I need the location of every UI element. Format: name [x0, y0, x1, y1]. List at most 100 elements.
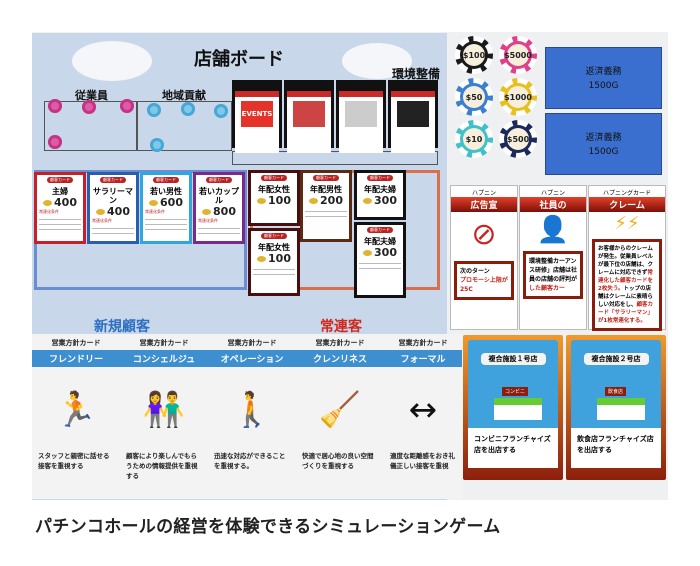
customer-name: 主婦 — [52, 187, 68, 196]
happening-card[interactable]: ハプニングカードクレーム⚡⚡お客様からのクレームが発生。従業員レベルが最下位の店… — [588, 185, 666, 331]
environment-label: 環境整備 — [392, 67, 441, 81]
card-header: ハプニン — [540, 190, 565, 197]
policy-desc: スタッフと親密に話せる接客を重視する — [38, 452, 110, 470]
happening-card[interactable]: ハプニン社員の 👤 環境整備カーアンス研修」店舗は社員の店舗の評判がした顧客カー — [519, 185, 587, 330]
employee-token[interactable] — [48, 135, 62, 149]
happening-card[interactable]: ハプニン広告宣⊘次のターンプロモーシ上限が25C — [450, 185, 518, 330]
happening-text: 環境整備カーアンス研修」店舗は社員の店舗の評判が — [529, 258, 578, 283]
chip[interactable]: $500 — [499, 120, 537, 158]
happening-text-red: した顧客カー — [529, 285, 566, 292]
customer-name: 年配女性 — [258, 243, 290, 252]
condition-label: 常連化条件 — [145, 209, 165, 214]
condition-label: 常連化条件 — [39, 209, 59, 214]
card-header: 営業方針カード — [315, 339, 365, 347]
chip[interactable]: $50 — [455, 78, 493, 116]
facility-card[interactable]: 複合施設１号店コンビニコンビニフランチャイズ店を出店する — [463, 335, 563, 480]
card-tag: 顧客カード — [47, 177, 73, 183]
policy-card[interactable]: 営業方針カードコンシェルジュ👫顧客により楽しんでもらうための情報提供を重視する — [120, 334, 208, 499]
policy-name: クレンリネス — [296, 350, 384, 367]
community-label: 地域貢献 — [162, 89, 206, 102]
debt-title: 返済義務 — [585, 133, 622, 143]
cloud — [72, 41, 152, 81]
community-token[interactable] — [181, 102, 195, 116]
customer-value: 200 — [305, 194, 347, 207]
customer-value: 400 — [39, 196, 81, 209]
debt-title: 返済義務 — [585, 67, 622, 77]
environment-card[interactable] — [284, 80, 334, 153]
employee-token[interactable] — [82, 100, 96, 114]
customer-name: 年配夫婦 — [364, 185, 396, 194]
customer-name: 年配男性 — [310, 185, 342, 194]
environment-card[interactable] — [388, 80, 438, 153]
community-token[interactable] — [150, 138, 164, 152]
card-header: 営業方針カード — [139, 339, 189, 347]
happening-text: トップの店舗はクレームに素晴らしい対応をし、 — [598, 286, 653, 308]
chips: $100 $5000 $50 $1000 $10 $500 — [455, 36, 539, 158]
happening-name: クレーム — [589, 197, 665, 212]
facility-sign: コンビニ — [502, 387, 529, 396]
employee-silhouette-icon: 👤 — [536, 215, 570, 245]
cleaning-figures-icon: 🧹 — [318, 390, 362, 430]
happening-text-red: プロモーシ上限が25C — [460, 277, 508, 293]
environment-card[interactable]: EVENTS — [232, 80, 282, 153]
community-token[interactable] — [214, 104, 228, 118]
facility-text: 飲食店フランチャイズ店を出店する — [571, 428, 661, 468]
policy-desc: 迅速な対応ができることを重視する。 — [214, 452, 286, 470]
shop-building-icon — [494, 398, 542, 420]
facility-card[interactable]: 複合施設２号店飲食店飲食店フランチャイズ店を出店する — [566, 335, 666, 480]
policy-name: コンシェルジュ — [120, 350, 208, 367]
policy-card[interactable]: 営業方針カードクレンリネス🧹快適で居心地の良い空間づくりを重視する — [296, 334, 384, 499]
customer-name: 若い男性 — [150, 187, 182, 196]
card-tag: 顧客カード — [206, 177, 232, 183]
employee-token[interactable] — [120, 99, 134, 113]
card-header: ハプニングカード — [602, 190, 651, 197]
environment-card[interactable] — [336, 80, 386, 153]
policy-card[interactable]: 営業方針カードフレンドリー🏃スタッフと親密に話せる接客を重視する — [32, 334, 120, 499]
chip[interactable]: $5000 — [499, 36, 537, 74]
customer-name: 年配女性 — [258, 185, 290, 194]
policy-name: フォーマル — [384, 350, 462, 367]
card-header: 営業方針カード — [51, 339, 101, 347]
shop-building-icon — [597, 398, 645, 420]
prohibited-icon: ⊘ — [471, 217, 497, 252]
customer-name: 若いカップル — [199, 187, 239, 205]
policy-card[interactable]: 営業方針カードオペレーション🚶迅速な対応ができることを重視する。 — [208, 334, 296, 499]
customer-name: 年配夫婦 — [364, 237, 396, 246]
card-header: 営業方針カード — [398, 339, 448, 347]
customer-value: 100 — [253, 252, 295, 265]
happening-text: お客様からのクレームが発生。従業員レベルが最下位の店舗は、クレームに対応できず — [598, 246, 654, 276]
chip[interactable]: $10 — [455, 120, 493, 158]
concierge-figures-icon: 👫 — [142, 390, 186, 430]
environment-cards: EVENTS — [232, 80, 438, 153]
happening-name: 社員の — [520, 197, 586, 212]
card-tag: 顧客カード — [367, 227, 393, 233]
sign-image — [293, 101, 325, 127]
customer-value: 400 — [92, 205, 134, 218]
customer-value: 800 — [198, 205, 240, 218]
employee-token[interactable] — [48, 99, 62, 113]
cloud — [342, 43, 412, 79]
policy-card[interactable]: 営業方針カードフォーマル↔適度な距離感をおき礼儀正しい接客を重視 — [384, 334, 462, 499]
card-header: ハプニン — [471, 190, 496, 197]
debt-amount: 1500G — [588, 147, 619, 157]
community-token[interactable] — [147, 103, 161, 117]
policy-name: オペレーション — [208, 350, 296, 367]
facility-text: コンビニフランチャイズ店を出店する — [468, 428, 558, 468]
card-header: 営業方針カード — [227, 339, 277, 347]
debt-card[interactable]: 返済義務 1500G — [545, 113, 662, 175]
chip[interactable]: $1000 — [499, 78, 537, 116]
chip[interactable]: $100 — [455, 36, 493, 74]
crowd-image — [397, 101, 429, 127]
board-title: 店舗ボード — [194, 49, 284, 70]
